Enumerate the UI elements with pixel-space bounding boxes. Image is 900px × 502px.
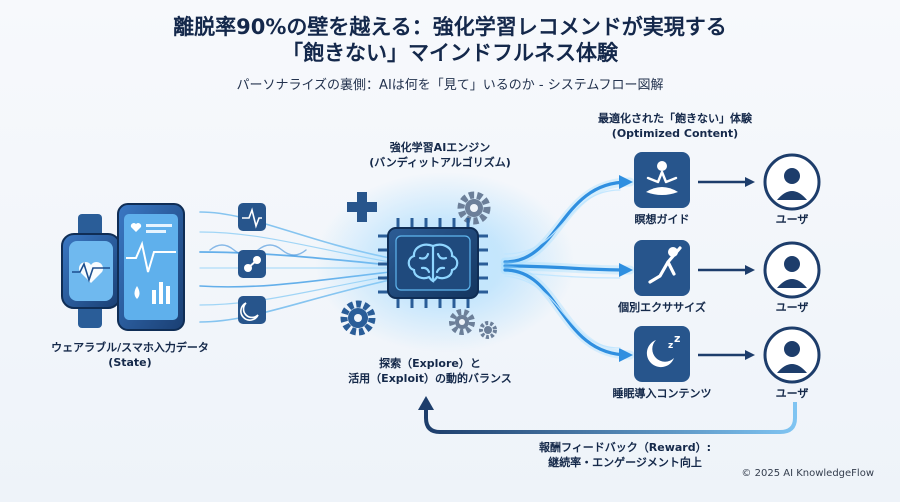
smartphone-icon bbox=[117, 203, 185, 331]
user-icon bbox=[763, 326, 821, 384]
exercise-icon bbox=[634, 240, 690, 296]
plus-icon bbox=[347, 192, 377, 222]
page-subtitle: パーソナライズの裏側：AIは何を「見て」いるのか - システムフロー図解 bbox=[236, 78, 664, 93]
ai-chip-icon bbox=[378, 218, 488, 308]
input-data-label: ウェアラブル/スマホ入力データ (State) bbox=[51, 341, 209, 369]
svg-text:z: z bbox=[674, 332, 680, 345]
user-label: ユーザ bbox=[775, 387, 809, 400]
meditation-icon bbox=[634, 152, 690, 208]
pulse-data-icon bbox=[238, 203, 266, 231]
user-label: ユーザ bbox=[775, 301, 809, 314]
activity-data-icon bbox=[238, 250, 266, 278]
gear-icon-right bbox=[449, 309, 497, 339]
content-label-exercise: 個別エクササイズ bbox=[618, 301, 706, 314]
copyright-text: © 2025 AI KnowledgeFlow bbox=[741, 468, 874, 479]
content-label-meditation: 瞑想ガイド bbox=[634, 213, 690, 226]
sleep-icon: z z bbox=[634, 326, 690, 382]
gear-icon bbox=[457, 191, 491, 225]
reward-feedback-arrowhead bbox=[418, 396, 434, 410]
page-title-line1: 離脱率90%の壁を越える：強化学習レコメンドが実現する bbox=[173, 15, 727, 39]
explore-exploit-label: 探索（Explore）と 活用（Exploit）の動的バランス bbox=[348, 357, 512, 385]
brain-icon bbox=[407, 243, 459, 283]
svg-text:z: z bbox=[668, 341, 673, 351]
engine-label: 強化学習AIエンジン (バンディットアルゴリズム) bbox=[369, 141, 511, 169]
reward-feedback-loop bbox=[424, 402, 797, 434]
smartwatch-icon bbox=[61, 214, 121, 328]
content-to-user-arrows bbox=[698, 177, 755, 360]
user-icon bbox=[763, 241, 821, 299]
user-icon bbox=[763, 153, 821, 211]
sleep-data-icon bbox=[238, 296, 266, 324]
content-label-sleep: 睡眠導入コンテンツ bbox=[612, 387, 712, 400]
page-title-line2: 「飽きない」マインドフルネス体験 bbox=[282, 41, 618, 65]
user-label: ユーザ bbox=[775, 213, 809, 226]
optimized-content-header: 最適化された「飽きない」体験 (Optimized Content) bbox=[598, 112, 752, 140]
reward-feedback-label: 報酬フィードバック（Reward）: 継続率・エンゲージメント向上 bbox=[539, 441, 711, 469]
output-streams bbox=[500, 175, 635, 362]
gear-icon-small bbox=[340, 300, 376, 336]
